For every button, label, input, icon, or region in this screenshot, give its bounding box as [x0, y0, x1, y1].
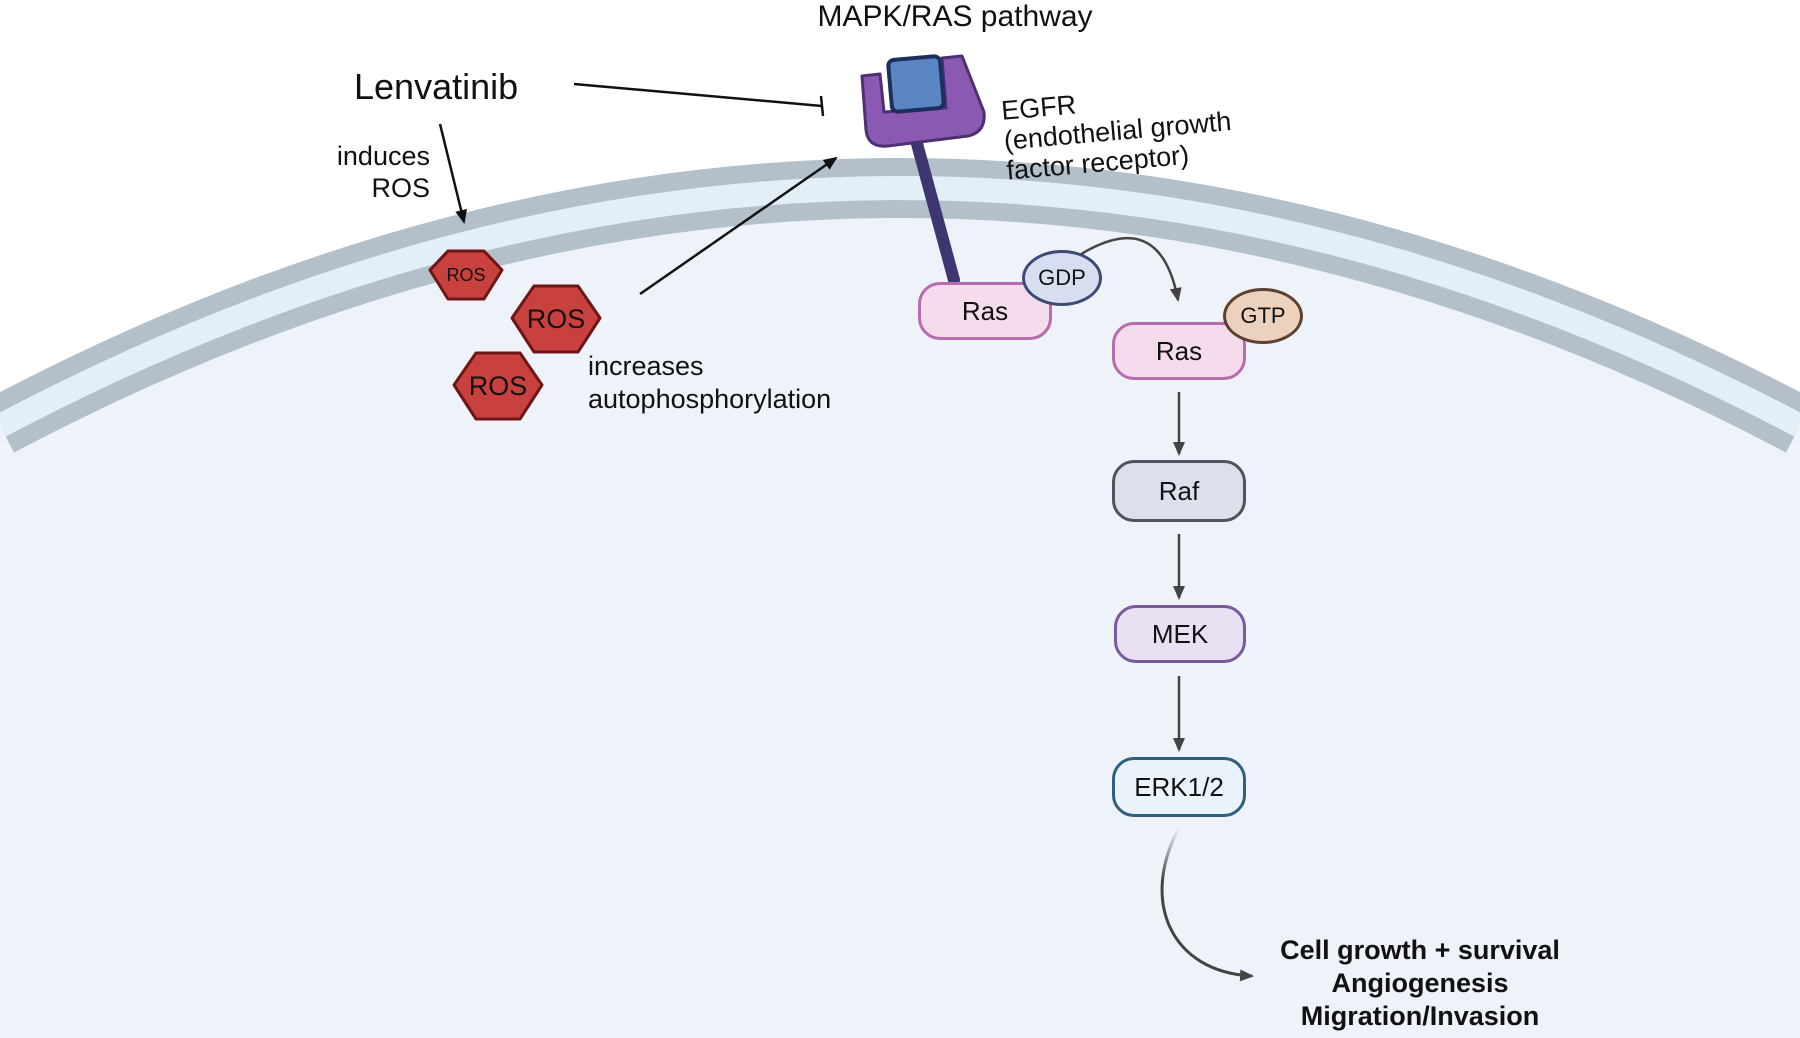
autophosphorylation-label-line-2: autophosphorylation	[588, 384, 832, 414]
erk-label: ERK1/2	[1134, 771, 1224, 802]
outcome-item: Cell growth + survival	[1280, 935, 1560, 965]
egfr-ligand	[886, 54, 946, 114]
gtp-label: GTP	[1240, 303, 1286, 328]
ros-large-label-2: ROS	[468, 370, 528, 401]
outcome-item: Migration/Invasion	[1300, 1001, 1540, 1031]
ros-large-label-1: ROS	[526, 303, 586, 334]
raf-node: Raf	[1112, 460, 1246, 522]
ras-active-label: Ras	[1155, 335, 1203, 366]
cell-membrane-inner	[0, 176, 1800, 437]
erk-outcome-arrow	[1160, 827, 1254, 982]
ros-large-hexagon-2	[452, 351, 544, 421]
outcomes-list: Cell growth + survival Angiogenesis Migr…	[1220, 934, 1620, 1033]
mek-label: MEK	[1151, 618, 1209, 649]
outcome-item: Angiogenesis	[1331, 968, 1509, 998]
ras-inactive-label: Ras	[961, 295, 1009, 326]
egfr-stalk	[910, 134, 960, 286]
lenvatinib-inhibition-line	[573, 82, 823, 108]
diagram-title: MAPK/RAS pathway	[817, 0, 1093, 33]
induces-ros-label: induces ROS	[336, 141, 430, 203]
autophosphorylation-label: increases autophosphorylation	[588, 350, 831, 416]
erk-node: ERK1/2	[1112, 757, 1246, 817]
induces-ros-arrow	[438, 123, 467, 224]
ros-small-hexagon	[428, 249, 504, 301]
egfr-receptor	[860, 54, 986, 148]
mek-node: MEK	[1114, 605, 1246, 663]
inhibition-bar	[819, 95, 825, 117]
ros-small-label: ROS	[446, 264, 486, 285]
gdp-label: GDP	[1038, 265, 1086, 290]
ras-active-node: Ras	[1112, 322, 1246, 380]
gdp-node: GDP	[1022, 250, 1102, 306]
cytoplasm	[0, 195, 1800, 1038]
ros-large-hexagon-1	[510, 284, 602, 354]
gdp-gtp-exchange-arrow	[1077, 237, 1182, 302]
lenvatinib-label: Lenvatinib	[354, 66, 519, 107]
gtp-node: GTP	[1223, 288, 1303, 344]
autophosphorylation-label-line-1: increases	[588, 351, 704, 381]
autophosphorylation-arrow	[639, 156, 838, 296]
raf-label: Raf	[1158, 475, 1200, 506]
